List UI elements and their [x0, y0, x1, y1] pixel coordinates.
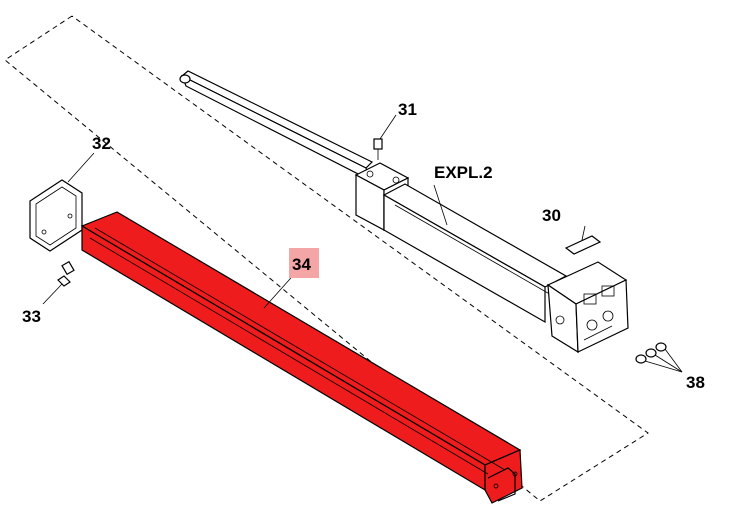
- end-cap-32: [29, 179, 83, 252]
- callout-32: 32: [92, 134, 111, 153]
- cover-34-highlighted: [80, 211, 523, 504]
- callout-38: 38: [686, 373, 705, 392]
- callout-expl2: EXPL.2: [434, 163, 493, 182]
- callout-34: 34: [292, 255, 311, 274]
- shaft-assembly-expl2: [179, 70, 667, 364]
- assembly-boundary-dashed: [4, 15, 649, 502]
- callout-31: 31: [398, 100, 417, 119]
- leader-lines: [42, 114, 683, 373]
- callout-33: 33: [22, 307, 41, 326]
- screw-33: [57, 260, 75, 287]
- cover-side-face: [81, 224, 486, 492]
- callout-30: 30: [542, 206, 561, 225]
- callout-34-highlight: [289, 248, 319, 278]
